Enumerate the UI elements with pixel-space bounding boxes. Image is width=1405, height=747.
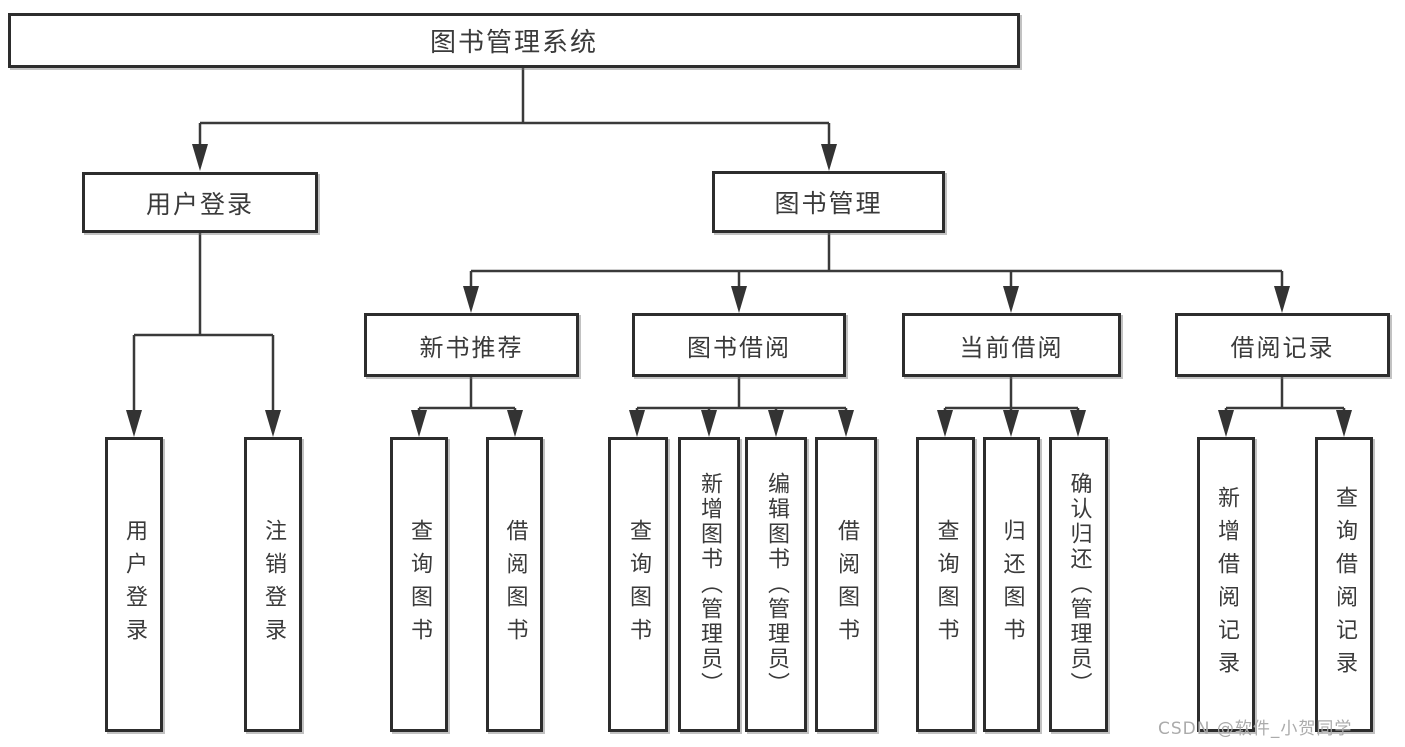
leaf-query-borrow-record: 查询借阅记录 [1315,437,1373,732]
leaf-return-books-label: 归还图书 [999,518,1025,651]
node-borrowing-records: 借阅记录 [1175,313,1390,377]
leaf-edit-book-admin: 编辑图书（管理员） [745,437,807,732]
node-library-management-system-label: 图书管理系统 [429,28,598,58]
leaf-logout-login-label: 注销登录 [261,518,286,651]
connector-current-borrowing-children [937,377,1086,437]
node-new-book-recommend: 新书推荐 [364,313,579,377]
leaf-borrowing-borrow-books: 借阅图书 [815,437,877,732]
node-book-borrowing-label: 图书借阅 [687,333,791,362]
node-library-management-system: 图书管理系统 [8,13,1020,68]
node-borrowing-records-label: 借阅记录 [1230,333,1335,362]
connector-book-management-children [463,233,1290,313]
connector-user-login-children [126,233,281,437]
leaf-borrowing-query-books: 查询图书 [608,437,668,732]
connector-borrowing-records-children [1218,377,1352,437]
node-book-borrowing: 图书借阅 [632,313,846,377]
leaf-user-login-label: 用户登录 [122,518,147,651]
leaf-add-borrow-record: 新增借阅记录 [1197,437,1255,732]
connector-book-borrowing-children [629,377,854,437]
leaf-user-login: 用户登录 [105,437,163,732]
connector-new-book-recommend-children [411,377,523,437]
leaf-add-book-admin: 新增图书（管理员） [678,437,740,732]
leaf-current-query-books-label: 查询图书 [933,518,959,651]
leaf-confirm-return-admin-label: 确认归还（管理员） [1066,472,1092,697]
node-user-login-label: 用户登录 [145,189,254,219]
node-current-borrowing-label: 当前借阅 [959,333,1064,362]
leaf-recommend-borrow-books-label: 借阅图书 [502,518,528,651]
connector-root-to-level2 [192,68,837,171]
leaf-recommend-query-books: 查询图书 [390,437,448,732]
leaf-edit-book-admin-label: 编辑图书（管理员） [764,472,789,697]
leaf-borrowing-query-books-label: 查询图书 [626,518,651,651]
leaf-return-books: 归还图书 [983,437,1040,732]
leaf-add-borrow-record-label: 新增借阅记录 [1214,485,1239,684]
leaf-query-borrow-record-label: 查询借阅记录 [1332,485,1357,684]
node-book-management-label: 图书管理 [774,189,883,218]
leaf-add-book-admin-label: 新增图书（管理员） [697,472,722,697]
leaf-recommend-borrow-books: 借阅图书 [486,437,543,732]
node-new-book-recommend-label: 新书推荐 [419,333,524,362]
leaf-current-query-books: 查询图书 [916,437,975,732]
node-current-borrowing: 当前借阅 [902,313,1121,377]
leaf-confirm-return-admin: 确认归还（管理员） [1049,437,1108,732]
watermark: CSDN @软件_小贺同学 [1158,719,1353,739]
node-book-management: 图书管理 [712,171,945,233]
leaf-recommend-query-books-label: 查询图书 [407,518,432,651]
leaf-logout-login: 注销登录 [244,437,302,732]
node-user-login: 用户登录 [82,172,318,233]
leaf-borrowing-borrow-books-label: 借阅图书 [834,518,859,651]
